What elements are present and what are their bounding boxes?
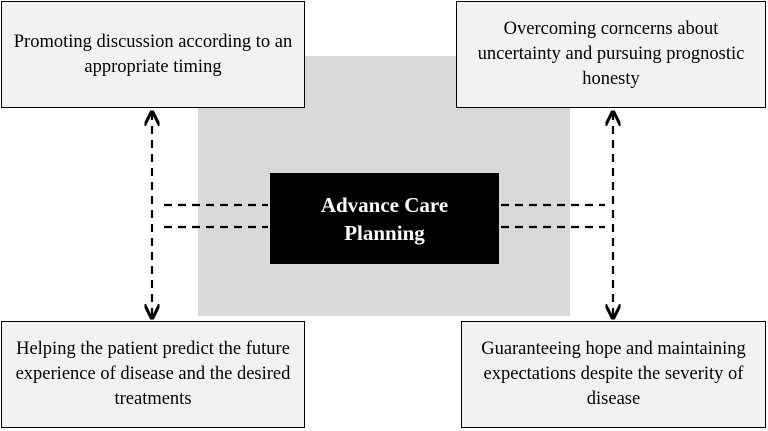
box-promoting-discussion-text: Promoting discussion according to an app… [13, 31, 293, 77]
box-overcoming-concerns-text: Overcoming corncerns about uncertainty a… [477, 19, 745, 89]
box-guaranteeing-hope-text: Guaranteeing hope and maintaining expect… [481, 339, 746, 409]
box-overcoming-concerns: Overcoming corncerns about uncertainty a… [456, 1, 766, 108]
center-node-label: Advance Care Planning [320, 192, 449, 245]
box-helping-patient-predict-text: Helping the patient predict the future e… [15, 339, 291, 409]
box-helping-patient-predict: Helping the patient predict the future e… [1, 321, 305, 428]
box-promoting-discussion: Promoting discussion according to an app… [1, 1, 305, 108]
center-node: Advance Care Planning [270, 173, 499, 264]
box-guaranteeing-hope: Guaranteeing hope and maintaining expect… [461, 321, 766, 428]
